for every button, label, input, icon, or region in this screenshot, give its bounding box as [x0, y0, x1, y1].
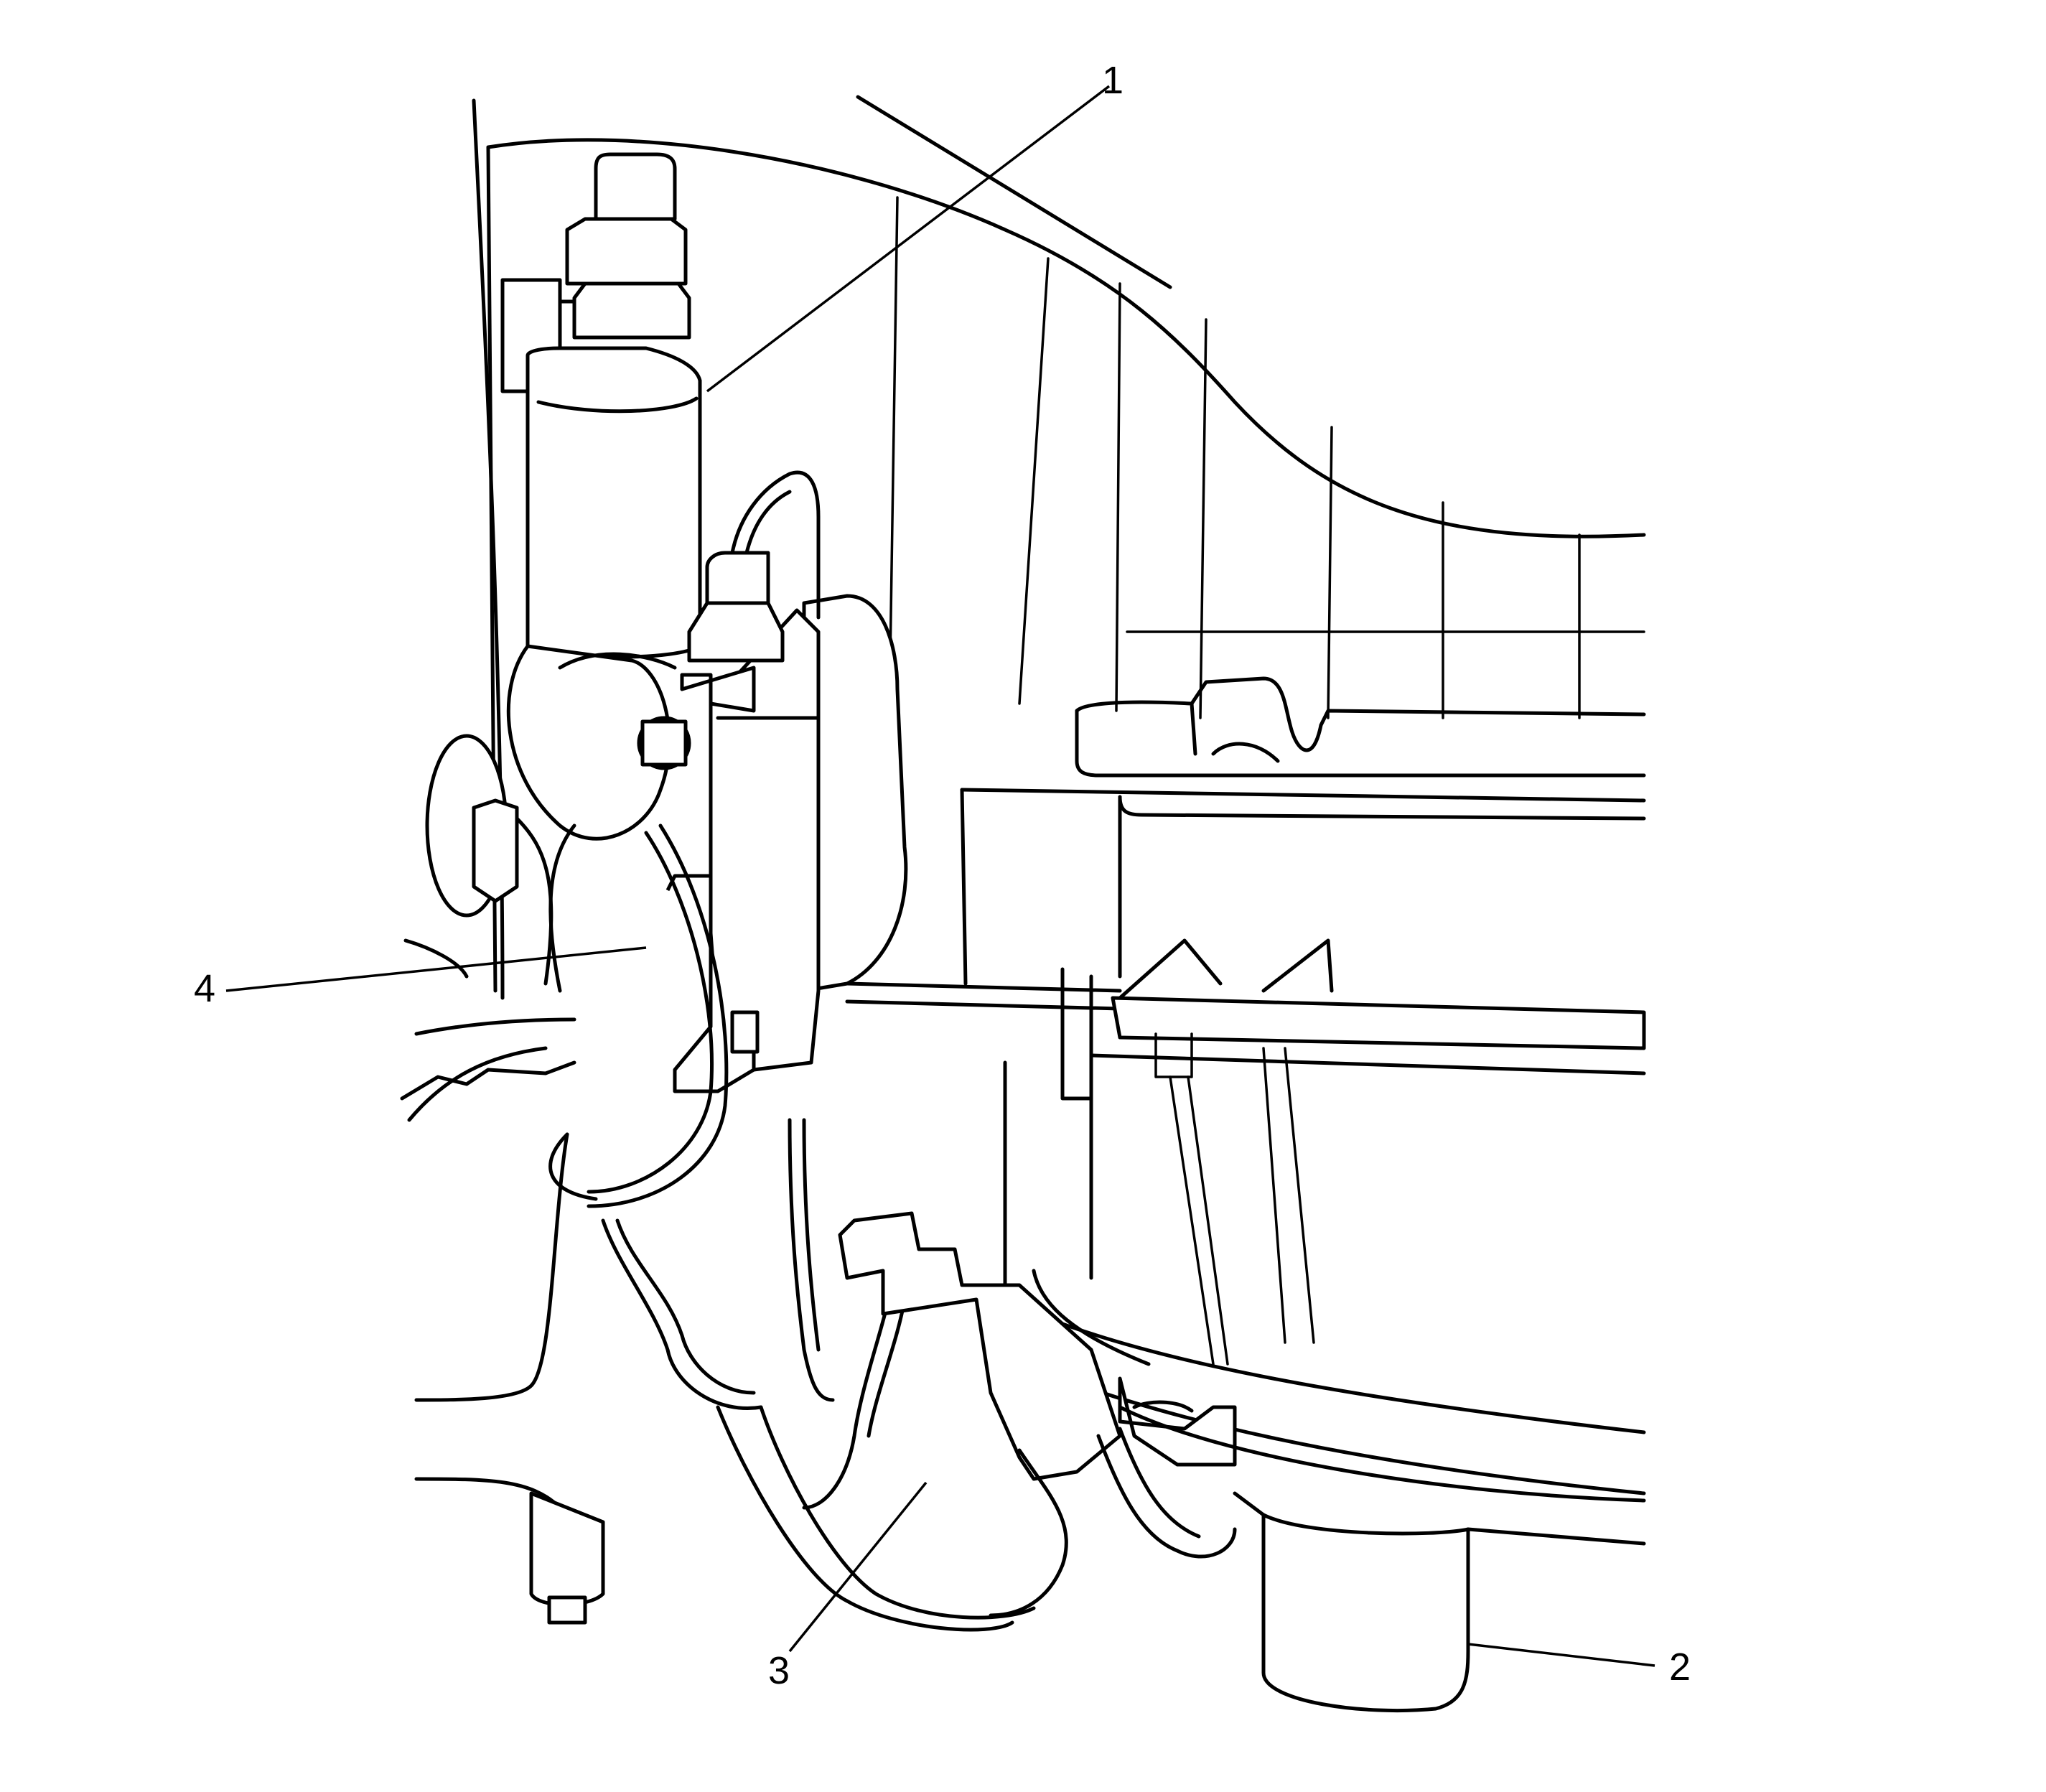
housing-shroud: [486, 95, 1646, 1495]
leader-lines: [225, 85, 1655, 1667]
leader-1: [706, 85, 1111, 393]
callout-label-3: 3: [768, 1649, 790, 1692]
callout-labels: 1 2 3 4: [194, 59, 1691, 1692]
callout-label-2: 2: [1669, 1646, 1691, 1689]
leader-3: [788, 1481, 928, 1653]
cross-strap: [845, 938, 1646, 1366]
callout-label-1: 1: [1102, 59, 1124, 102]
leader-4: [225, 946, 647, 992]
sensor-module: [587, 470, 1036, 1632]
leader-2: [1467, 1643, 1655, 1667]
harness-connector: [838, 1211, 1237, 1618]
strut-assembly: [400, 98, 702, 1625]
actuator-motor: [1118, 1405, 1646, 1713]
callout-label-4: 4: [194, 967, 215, 1010]
